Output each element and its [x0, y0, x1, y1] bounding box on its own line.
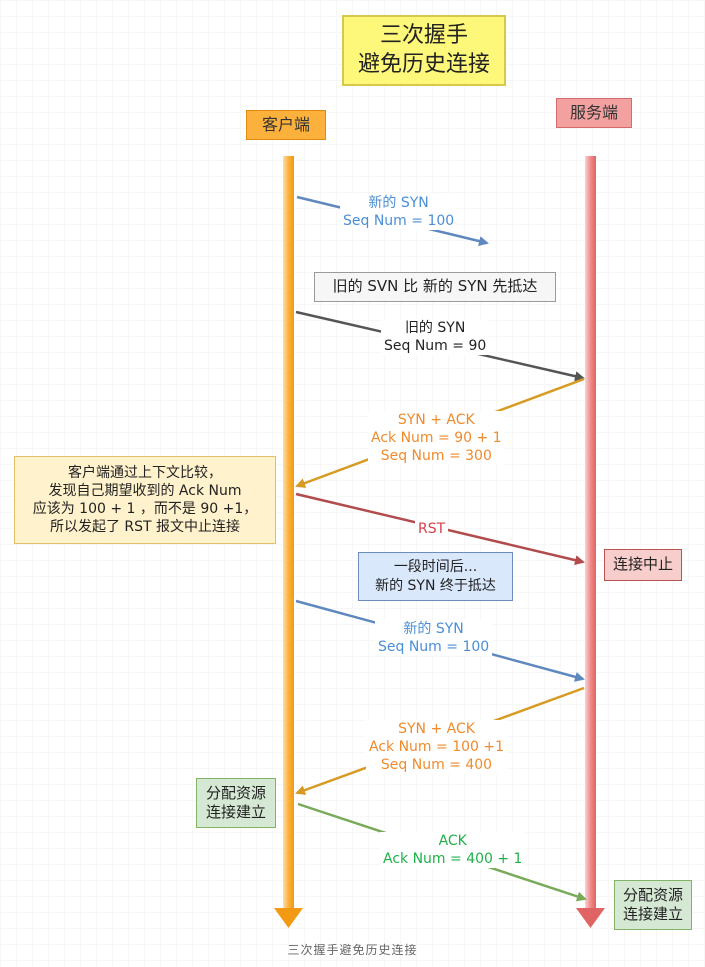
message-line: SYN + ACK	[398, 721, 475, 737]
note-connection-abort: 连接中止	[604, 549, 682, 581]
figure-caption: 三次握手避免历史连接	[287, 943, 418, 957]
server-label: 服务端	[569, 102, 618, 122]
note-server-alloc: 分配资源 连接建立	[614, 880, 692, 930]
server-lifeline	[576, 156, 605, 928]
message-line: Seq Num = 100	[378, 639, 490, 655]
message-line: Seq Num = 100	[343, 213, 455, 229]
message-line: Seq Num = 400	[380, 757, 493, 773]
note-text: 旧的 SVN 比 新的 SYN 先抵达	[332, 277, 538, 296]
title-line-1: 三次握手	[379, 22, 468, 48]
note-client-alloc: 分配资源 连接建立	[196, 778, 276, 828]
note-text: 连接中止	[612, 555, 673, 574]
note-client-compare: 客户端通过上下文比较， 发现自己期望收到的 Ack Num 应该为 100 + …	[14, 456, 276, 544]
message-label-new-syn-2: 新的 SYN Seq Num = 100	[375, 620, 493, 656]
client-label: 客户端	[261, 114, 310, 134]
diagram-title: 三次握手 避免历史连接	[342, 15, 506, 86]
client-actor: 客户端	[246, 110, 326, 140]
note-text: 连接建立	[622, 905, 683, 923]
message-line: Seq Num = 90	[384, 338, 487, 354]
note-text: 连接建立	[205, 803, 266, 821]
note-old-syn-first: 旧的 SVN 比 新的 SYN 先抵达	[314, 272, 556, 302]
message-label-syn-ack-2: SYN + ACK Ack Num = 100 +1 Seq Num = 400	[366, 720, 508, 774]
note-text: 一段时间后...	[393, 559, 478, 576]
message-line: ACK	[438, 833, 467, 849]
message-line: 新的 SYN	[403, 621, 464, 637]
note-text: 客户端通过上下文比较，	[68, 464, 222, 481]
message-line: 新的 SYN	[368, 195, 429, 211]
note-after-a-while: 一段时间后... 新的 SYN 终于抵达	[358, 552, 513, 601]
client-lifeline	[274, 156, 303, 928]
message-line: Ack Num = 400 + 1	[383, 851, 523, 867]
message-label-syn-ack-1: SYN + ACK Ack Num = 90 + 1 Seq Num = 300	[368, 411, 505, 465]
note-text: 分配资源	[622, 885, 683, 904]
message-label-ack: ACK Ack Num = 400 + 1	[380, 832, 526, 868]
message-line: SYN + ACK	[397, 412, 475, 428]
note-text: 应该为 100 + 1 ，而不是 90 +1，	[32, 501, 258, 517]
note-text: 新的 SYN 终于抵达	[375, 577, 496, 594]
note-text: 所以发起了 RST 报文中止连接	[49, 519, 241, 536]
server-actor: 服务端	[556, 98, 632, 128]
note-text: 发现自己期望收到的 Ack Num	[48, 482, 242, 499]
message-line: Ack Num = 90 + 1	[371, 430, 502, 446]
note-text: 分配资源	[205, 783, 266, 802]
message-line: 旧的 SYN	[404, 320, 466, 336]
message-line: Ack Num = 100 +1	[369, 739, 505, 755]
message-label-new-syn-1: 新的 SYN Seq Num = 100	[340, 194, 458, 230]
message-line: RST	[418, 521, 446, 537]
title-line-2: 避免历史连接	[357, 51, 490, 77]
message-line: Seq Num = 300	[380, 448, 492, 464]
message-label-old-syn: 旧的 SYN Seq Num = 90	[381, 319, 490, 355]
message-label-rst: RST	[415, 520, 449, 538]
